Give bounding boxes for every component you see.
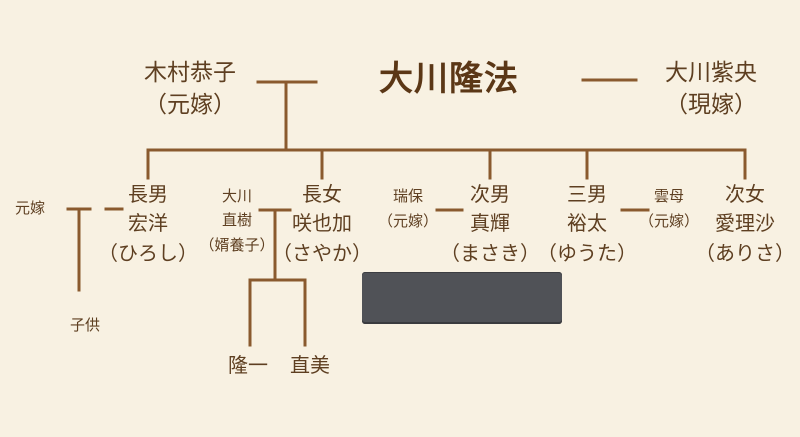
- child-5-reading: （ありさ）: [695, 241, 795, 265]
- redacted-block: [362, 272, 562, 324]
- child-2-name: 咲也加: [292, 211, 352, 235]
- child-5-relation: 次女: [725, 182, 765, 206]
- grandchild-1: 隆一: [228, 353, 268, 377]
- hiroshi-former-wife: 元嫁: [14, 199, 46, 217]
- child-1-relation: 長男: [128, 182, 168, 206]
- former-wife-note: （元嫁）: [144, 92, 236, 118]
- child-2-relation: 長女: [302, 182, 342, 206]
- former-wife-name: 木村恭子: [144, 60, 236, 86]
- hiroshi-child: 子供: [69, 316, 101, 334]
- child-3-relation: 次男: [470, 182, 510, 206]
- current-wife-name: 大川紫央: [665, 60, 757, 86]
- current-wife-note: （現嫁）: [665, 92, 757, 118]
- child-3-reading: （まさき）: [440, 241, 540, 265]
- masaki-former-wife-note: （元嫁）: [377, 212, 439, 230]
- child-2-reading: （さやか）: [272, 241, 372, 265]
- child-1-reading: （ひろし）: [98, 241, 198, 265]
- sayaka-husband-line2: 直樹: [221, 211, 253, 229]
- sayaka-husband-note: （婿養子）: [199, 236, 275, 254]
- child-3-name: 真輝: [470, 211, 510, 235]
- sayaka-husband-line1: 大川: [221, 187, 253, 205]
- grandchild-2: 直美: [290, 353, 330, 377]
- child-5-name: 愛理沙: [715, 211, 775, 235]
- yuta-former-wife-name: 雲母: [653, 187, 685, 205]
- child-1-name: 宏洋: [128, 211, 168, 235]
- child-4-relation: 三男: [567, 182, 607, 206]
- root-name: 大川隆法: [379, 59, 519, 99]
- masaki-former-wife-name: 瑞保: [392, 187, 424, 205]
- child-4-name: 裕太: [567, 211, 607, 235]
- child-4-reading: （ゆうた）: [537, 241, 637, 265]
- yuta-former-wife-note: （元嫁）: [638, 212, 700, 230]
